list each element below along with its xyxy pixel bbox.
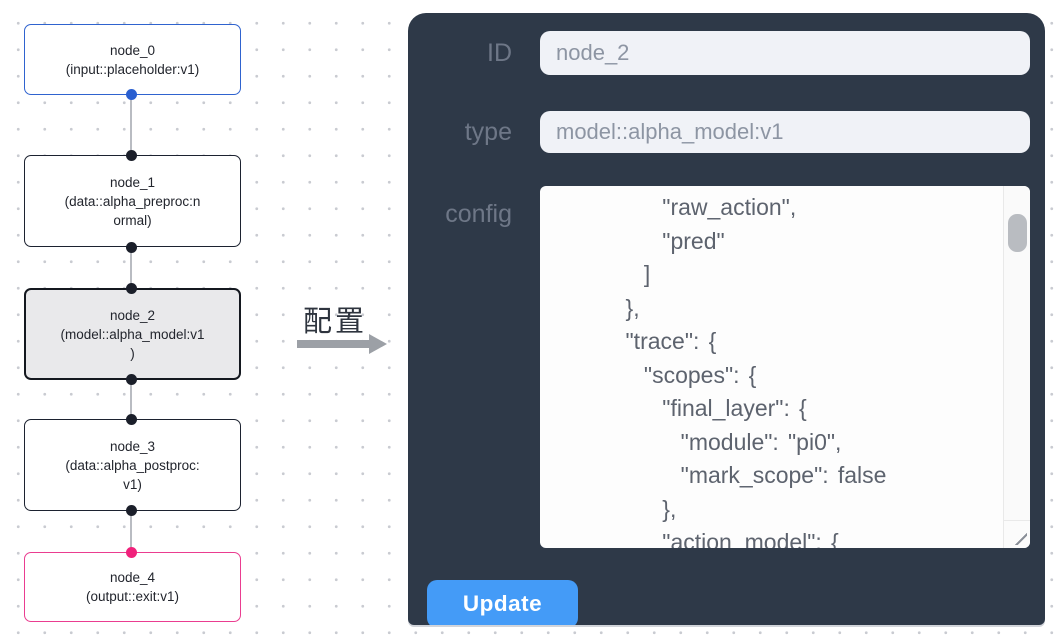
edge-node0-node1 xyxy=(130,94,132,156)
right-arrow-icon xyxy=(297,334,387,354)
config-editor[interactable]: "raw_action", "pred" ] }, "trace": { "sc… xyxy=(540,186,1030,548)
configure-label: 配置 xyxy=(302,306,367,338)
scrollbar-thumb[interactable] xyxy=(1007,214,1027,252)
textarea-corner xyxy=(1003,520,1030,548)
resize-handle-icon[interactable] xyxy=(1012,530,1027,545)
node-1[interactable]: node_1 (data::alpha_preproc:n ormal) xyxy=(24,155,241,247)
node-title: node_1 xyxy=(109,174,156,190)
edge-node1-node2 xyxy=(130,247,132,289)
edge-node3-node4 xyxy=(130,510,132,553)
config-json-text[interactable]: "raw_action", "pred" ] }, "trace": { "sc… xyxy=(625,194,887,548)
node-subtitle: (input::placeholder:v1) xyxy=(65,61,200,77)
node-3[interactable]: node_3 (data::alpha_postproc: v1) xyxy=(24,419,241,511)
scrollbar-track[interactable] xyxy=(1003,186,1030,520)
type-field-label: type xyxy=(464,118,512,146)
config-field-label: config xyxy=(445,200,512,228)
edge-node2-node3 xyxy=(130,379,132,420)
node-title: node_3 xyxy=(109,438,156,454)
id-input[interactable] xyxy=(540,31,1030,75)
id-field-label: ID xyxy=(487,39,512,67)
node-subtitle: (output::exit:v1) xyxy=(85,589,180,604)
arrow-shaft xyxy=(297,340,369,348)
node-subtitle: (data::alpha_preproc:n ormal) xyxy=(64,193,201,228)
handle-node3-source[interactable] xyxy=(125,504,137,516)
config-panel: ID type config "raw_action", "pred" ] },… xyxy=(408,13,1045,625)
handle-node1-source[interactable] xyxy=(125,241,137,253)
handle-node2-source[interactable] xyxy=(125,373,137,385)
node-4[interactable]: node_4 (output::exit:v1) xyxy=(24,552,241,622)
node-2-selected[interactable]: node_2 (model::alpha_model:v1 ) xyxy=(24,288,241,380)
node-subtitle: (model::alpha_model:v1 ) xyxy=(60,326,205,361)
handle-node4-target[interactable] xyxy=(125,547,137,558)
node-title: node_0 xyxy=(109,42,156,58)
node-title: node_2 xyxy=(109,307,156,323)
handle-node2-target[interactable] xyxy=(125,283,137,294)
node-title: node_4 xyxy=(109,570,156,585)
arrow-head xyxy=(369,334,387,354)
handle-node0-source[interactable] xyxy=(125,88,137,100)
handle-node1-target[interactable] xyxy=(125,150,137,161)
type-input[interactable] xyxy=(540,111,1030,153)
handle-node3-target[interactable] xyxy=(125,414,137,425)
node-0[interactable]: node_0 (input::placeholder:v1) xyxy=(24,24,241,95)
update-button[interactable]: Update xyxy=(427,580,578,625)
node-subtitle: (data::alpha_postproc: v1) xyxy=(65,457,200,492)
